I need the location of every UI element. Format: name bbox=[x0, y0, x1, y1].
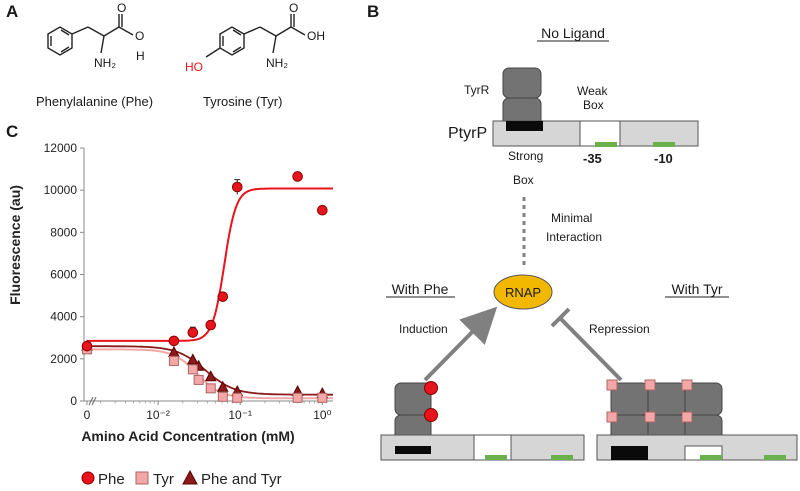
x-axis-title: Amino Acid Concentration (mM) bbox=[81, 428, 294, 444]
phenylalanine-structure bbox=[47, 14, 134, 56]
dose-response-chart: 0 2000 4000 6000 8000 10000 12000 0 10⁻² 10⁻¹ 10⁰ bbox=[44, 141, 333, 422]
phe-atom-nh2: NH₂ bbox=[94, 56, 116, 70]
phe-data-point bbox=[292, 171, 303, 182]
rnap-ellipse bbox=[493, 274, 553, 310]
y-tick-label: 10000 bbox=[44, 183, 78, 197]
panel-a-label: A bbox=[6, 2, 18, 21]
repression-label: Repression bbox=[589, 322, 650, 336]
phe-data-point bbox=[187, 327, 199, 338]
rnap-label: RNAP bbox=[505, 285, 541, 300]
panel-c-label: C bbox=[6, 122, 18, 141]
legend-phe-label: Phe bbox=[98, 471, 125, 488]
tyrr-label: TyrR bbox=[464, 83, 490, 97]
phe-data-point bbox=[168, 335, 180, 347]
tyr-data-point bbox=[187, 364, 198, 375]
panel-b-label: B bbox=[367, 2, 379, 21]
tyr-data-point bbox=[193, 374, 204, 385]
y-tick-label: 2000 bbox=[50, 352, 77, 366]
repression-line bbox=[558, 316, 623, 382]
tyr-data-point bbox=[217, 391, 228, 402]
tyr-atom-oh: OH bbox=[307, 29, 325, 43]
y-tick-label: 4000 bbox=[50, 310, 77, 324]
phe-data-point bbox=[217, 291, 229, 302]
y-tick-label: 8000 bbox=[50, 225, 77, 239]
no-ligand-title: No Ligand bbox=[541, 25, 605, 41]
weak-box-label-2: Box bbox=[583, 98, 604, 112]
tyr-data-point bbox=[168, 355, 179, 366]
phe-atom-h: H bbox=[136, 49, 145, 63]
legend-phe-marker bbox=[81, 471, 95, 485]
induction-arrow bbox=[423, 306, 498, 382]
axis-break-mark bbox=[88, 396, 94, 406]
tyrosine-structure bbox=[205, 14, 306, 58]
minus35-label: -35 bbox=[583, 151, 602, 166]
phe-atom-o: O bbox=[117, 1, 126, 15]
phenylalanine-label: Phenylalanine (Phe) bbox=[36, 94, 153, 109]
promoter-dna-with-tyr bbox=[596, 434, 798, 461]
tyr-atom-ho: HO bbox=[185, 60, 203, 74]
phe-atom-oh: O bbox=[135, 29, 144, 43]
y-tick-label: 12000 bbox=[44, 141, 78, 155]
with-phe-title: With Phe bbox=[392, 281, 449, 297]
y-axis-title: Fluorescence (au) bbox=[7, 185, 23, 305]
y-tick-label: 0 bbox=[70, 394, 77, 408]
tyr-data-point bbox=[317, 392, 328, 403]
phe-fit-curve bbox=[86, 187, 333, 342]
promoter-dna-no-ligand bbox=[492, 120, 699, 147]
tyrr-dimer-no-ligand bbox=[502, 67, 542, 129]
tyrosine-label: Tyrosine (Tyr) bbox=[203, 94, 282, 109]
phe-and-tyr-data-point bbox=[216, 380, 229, 392]
tyr-atom-o: O bbox=[289, 1, 298, 15]
induction-label: Induction bbox=[399, 322, 448, 336]
tyr-data-point bbox=[232, 392, 243, 403]
with-tyr-title: With Tyr bbox=[671, 281, 722, 297]
strong-box-label-2: Box bbox=[513, 173, 534, 187]
legend-tyr-label: Tyr bbox=[153, 471, 174, 488]
x-tick-label: 10⁻² bbox=[146, 408, 170, 422]
legend-tyr-marker bbox=[135, 471, 149, 485]
promoter-dna-with-phe bbox=[380, 434, 585, 461]
chart-legend: Phe Tyr Phe and Tyr bbox=[81, 469, 282, 488]
minus10-label: -10 bbox=[654, 151, 673, 166]
x-tick-label: 0 bbox=[84, 408, 91, 422]
ptyrp-label: PtyrP bbox=[448, 125, 487, 142]
tyr-data-point bbox=[205, 383, 216, 394]
minimal-label-1: Minimal bbox=[551, 211, 592, 225]
weak-box-label-1: Weak bbox=[577, 84, 608, 98]
x-tick-label: 10⁻¹ bbox=[228, 408, 252, 422]
phe-and-tyr-data-point bbox=[204, 370, 217, 382]
legend-both-label: Phe and Tyr bbox=[201, 471, 282, 488]
y-tick-label: 6000 bbox=[50, 268, 77, 282]
tyr-data-point bbox=[292, 392, 303, 403]
phe-data-point bbox=[317, 204, 328, 216]
repression-bar bbox=[550, 307, 571, 328]
strong-box-label-1: Strong bbox=[508, 149, 543, 163]
axis-break-mark bbox=[91, 396, 97, 406]
phe-data-point bbox=[231, 181, 243, 193]
phe-data-point bbox=[81, 340, 93, 352]
legend-both-marker bbox=[182, 469, 198, 485]
tyr-atom-nh2: NH₂ bbox=[266, 56, 288, 70]
minimal-label-2: Interaction bbox=[546, 230, 602, 244]
x-tick-label: 10⁰ bbox=[313, 408, 331, 422]
phe-data-point bbox=[205, 319, 217, 331]
phe-and-tyr-data-point bbox=[186, 353, 199, 365]
